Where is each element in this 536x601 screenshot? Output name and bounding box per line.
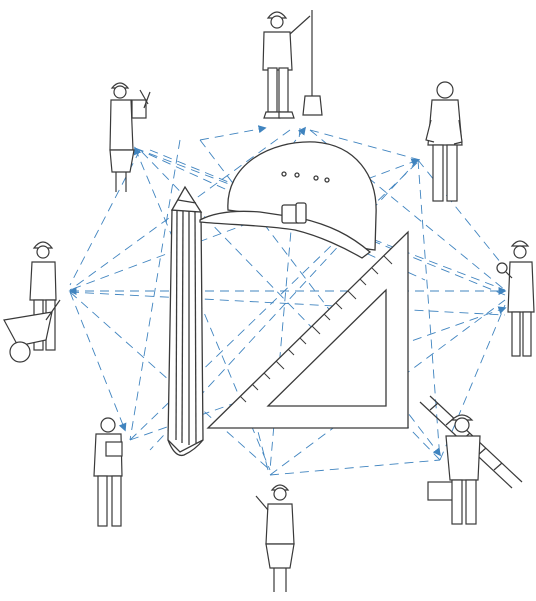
engineer-woman-icon: [110, 83, 150, 192]
woman-folder-icon: [94, 418, 122, 526]
pencil-icon: [168, 187, 203, 455]
businessman-icon: [426, 82, 462, 201]
woman-hardhat-icon: [256, 485, 294, 592]
set-square-icon: [208, 232, 408, 428]
hard-hat-icon: [200, 142, 376, 258]
inspector-icon: [497, 241, 534, 356]
shovel-worker-icon: [263, 10, 322, 118]
wheelbarrow-worker-icon: [4, 242, 60, 362]
